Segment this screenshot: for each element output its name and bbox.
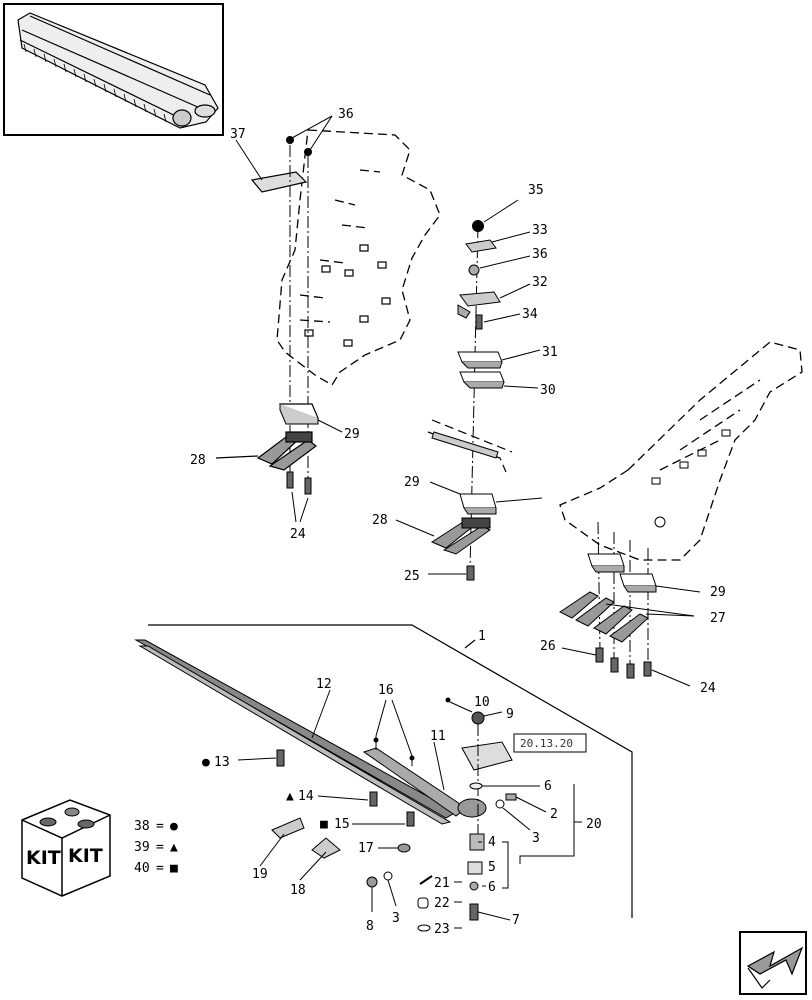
kit-label-right: KIT [68, 845, 103, 867]
center-stack [395, 199, 543, 581]
kit-box: KIT KIT [21, 799, 111, 897]
guards-28-left [215, 431, 317, 471]
sections-18-19 [259, 817, 341, 881]
callout-36-top: 36 [338, 107, 354, 122]
knife-head [445, 697, 547, 836]
callout-12: 12 [316, 677, 332, 692]
callout-4: 4 [488, 835, 496, 850]
callout-36-center: 36 [532, 247, 548, 262]
callout-17: 17 [358, 841, 374, 856]
callout-18: 18 [290, 883, 306, 898]
knife-outline [148, 624, 633, 918]
callout-27: 27 [710, 611, 726, 626]
legend-eq: = [156, 840, 164, 855]
callout-15: 15 [334, 817, 350, 832]
frame-outline-left [276, 129, 441, 386]
legend-symbol-40: ■ [170, 861, 178, 876]
header-thumbnail[interactable] [3, 3, 224, 136]
callout-29-left: 29 [344, 427, 360, 442]
legend-symbol-39: ▲ [170, 840, 178, 855]
callout-34: 34 [522, 307, 538, 322]
callout-33: 33 [532, 223, 548, 238]
legend-number-40: 40 [134, 861, 150, 876]
callout-19: 19 [252, 867, 268, 882]
callout-10: 10 [474, 695, 490, 710]
callout-20: 20 [586, 817, 602, 832]
callout-25: 25 [404, 569, 420, 584]
callout-7: 7 [512, 913, 520, 928]
callout-28-center: 28 [372, 513, 388, 528]
callout-30: 30 [540, 383, 556, 398]
callout-21: 21 [434, 876, 450, 891]
callout-6-upper: 6 [544, 779, 552, 794]
callout-23: 23 [434, 922, 450, 937]
callout-11: 11 [430, 729, 446, 744]
legend-symbol-38: ● [170, 819, 178, 834]
knife-bar-12 [134, 639, 458, 825]
plate-29-left [279, 403, 343, 433]
callout-3-right: 3 [532, 831, 540, 846]
callout-5: 5 [488, 860, 496, 875]
callout-31: 31 [542, 345, 558, 360]
callout-labels: 36 37 35 33 36 32 34 31 30 29 28 29 24 2… [190, 107, 726, 937]
callout-13: 13 [214, 755, 230, 770]
callout-32: 32 [532, 275, 548, 290]
callout-16: 16 [378, 683, 394, 698]
frame-holes-right [651, 429, 731, 528]
centerlines-left [289, 145, 309, 478]
legend-eq: = [156, 861, 164, 876]
right-stack [559, 521, 701, 687]
callout-37: 37 [230, 127, 246, 142]
callout-1: 1 [478, 629, 486, 644]
callout-28-left: 28 [190, 453, 206, 468]
callout-2: 2 [550, 807, 558, 822]
callout-24-left: 24 [290, 527, 306, 542]
callout-26: 26 [540, 639, 556, 654]
kit-legend: 38 = ● 39 = ▲ 40 = ■ [134, 819, 178, 876]
callout-24-right: 24 [700, 681, 716, 696]
bushing-stack [454, 784, 582, 929]
callout-3-left: 3 [392, 911, 400, 926]
legend-eq: = [156, 819, 164, 834]
frame-outline-right [559, 341, 803, 561]
callout-14-marker: ▲ [286, 789, 294, 804]
reference-box-label: 20.13.20 [520, 737, 573, 750]
callout-22: 22 [434, 896, 450, 911]
callout-15-marker: ■ [320, 817, 328, 832]
callout-14: 14 [298, 789, 314, 804]
bolts-24-left [286, 471, 312, 523]
callout-13-marker: ● [202, 755, 210, 770]
nuts-36-top [286, 115, 333, 156]
legend-number-39: 39 [134, 840, 150, 855]
callout-6-lower: 6 [488, 880, 496, 895]
back-arrow-icon[interactable] [739, 931, 807, 995]
callout-9: 9 [506, 707, 514, 722]
callout-8: 8 [366, 919, 374, 934]
frame-holes-left [304, 244, 391, 347]
callout-29-center: 29 [404, 475, 420, 490]
reference-box[interactable]: 20.13.20 [513, 733, 587, 753]
callout-29-right: 29 [710, 585, 726, 600]
callout-35: 35 [528, 183, 544, 198]
legend-number-38: 38 [134, 819, 150, 834]
plate-37 [235, 139, 308, 193]
kit-label-left: KIT [26, 847, 61, 869]
small-parts [237, 749, 433, 932]
